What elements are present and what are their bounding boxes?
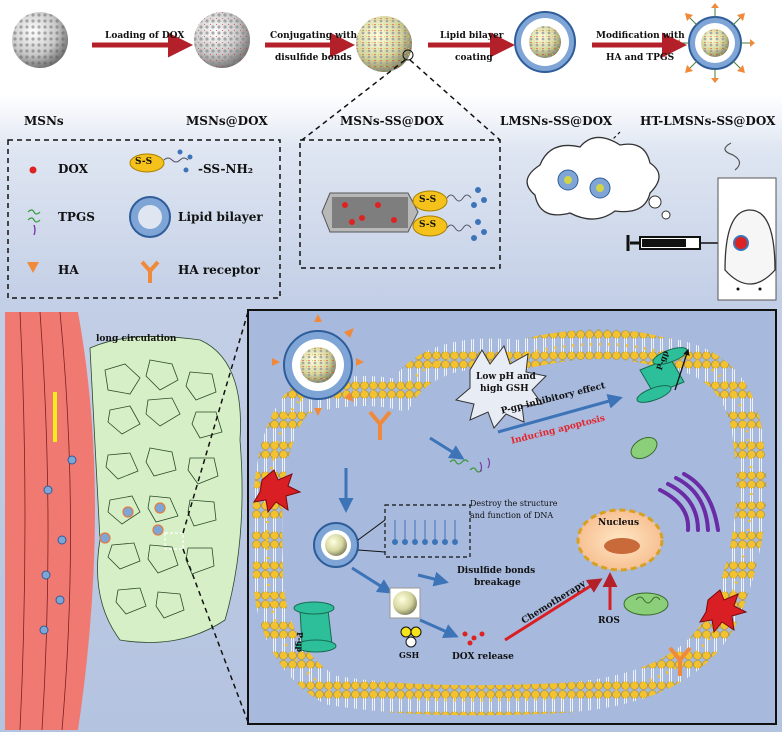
arrow-label-modification-2: HA and TPGS xyxy=(606,53,675,63)
msn-dox xyxy=(194,12,250,68)
arrow-chemotherapy xyxy=(504,578,603,642)
mouse xyxy=(717,142,777,301)
legend-ssnh2: -SS-NH₂ xyxy=(198,162,254,176)
disulfide-line2: breakage xyxy=(474,578,521,588)
dna-line2: and function of DNA xyxy=(470,511,554,520)
msn-bare xyxy=(12,12,68,68)
ha-receptor-symbol xyxy=(140,260,160,283)
syringe xyxy=(626,235,735,251)
legend-lipid: Lipid bilayer xyxy=(178,210,263,224)
msn-ss-dox xyxy=(356,16,414,72)
arrow-label-conjugating-1: Conjugating with xyxy=(270,31,358,41)
step-label-lmsns-ss-dox: LMSNs-SS@DOX xyxy=(500,114,613,128)
legend-box xyxy=(7,139,281,299)
inset-ss-top: S-S xyxy=(419,195,437,205)
cell-ha-receptor-bottom xyxy=(668,646,692,676)
arrow-label-conjugating-2: disulfide bonds xyxy=(275,53,352,63)
arrow-label-lipid-1: Lipid bilayer xyxy=(440,31,504,41)
inset-ss-bottom: S-S xyxy=(419,220,437,230)
dox-release-label: DOX release xyxy=(452,652,514,662)
zoom-line-left xyxy=(301,59,406,141)
pgp-left-label: P-gp xyxy=(295,632,305,653)
legend-ha: HA xyxy=(58,263,79,277)
mitochondrion-top xyxy=(630,437,658,459)
zoom-line-cell-top xyxy=(182,311,249,534)
cell-membrane xyxy=(252,329,767,716)
golgi-apparatus xyxy=(658,472,720,532)
cell-ha-receptor-top xyxy=(368,410,392,440)
nucleus xyxy=(576,508,664,572)
thought-bubble xyxy=(526,136,671,220)
membrane-damage-right xyxy=(699,589,748,634)
pgp-left xyxy=(293,601,337,653)
endosome-particle xyxy=(313,522,359,568)
membrane-damage-left xyxy=(253,469,302,514)
arrow-label-loading-1: Loading of DOX xyxy=(105,31,185,41)
step-label-msns-dox: MSNs@DOX xyxy=(186,114,268,128)
legend-ha-receptor: HA receptor xyxy=(178,263,260,277)
ha-symbol xyxy=(27,262,39,273)
arrow-label-modification-1: Modification with xyxy=(596,31,685,41)
legend-tpgs: TPGS xyxy=(58,210,95,224)
nucleus-label: Nucleus xyxy=(598,518,640,528)
stimulus-line2: high GSH xyxy=(480,384,529,394)
stimulus-line1: Low pH and xyxy=(476,372,536,382)
disulfide-cleavage-inset xyxy=(384,504,471,558)
arrow-label-lipid-2: coating xyxy=(455,53,493,63)
zoom-line-right xyxy=(409,59,501,141)
inset-pore-drawing xyxy=(321,187,487,241)
stimulus-burst xyxy=(454,344,548,429)
arrow-dox-release xyxy=(419,618,459,638)
gsh-molecules xyxy=(400,626,422,648)
arrow-breakage xyxy=(417,571,449,587)
lipid-bilayer-symbol xyxy=(129,196,171,238)
gsh-label: GSH xyxy=(399,650,420,660)
tissue-label: long circulation xyxy=(96,334,177,344)
legend-dox: DOX xyxy=(58,162,88,176)
step-label-msns: MSNs xyxy=(24,114,64,128)
arrow-release-tpgs xyxy=(429,436,465,460)
released-tpgs xyxy=(449,457,491,473)
cleaved-chains xyxy=(392,520,458,545)
pgp-top xyxy=(636,347,690,403)
mitochondrion-bottom xyxy=(623,592,669,616)
step-label-msns-ss-dox: MSNs-SS@DOX xyxy=(340,114,444,128)
step-label-ht-lmsns-ss-dox: HT-LMSNs-SS@DOX xyxy=(640,114,776,128)
tumor-tissue xyxy=(89,336,243,643)
zoom-line-cell-bottom xyxy=(182,548,249,723)
disulfide-line1: Disulfide bonds xyxy=(457,566,536,576)
tpgs-symbol xyxy=(27,209,41,223)
inset-box xyxy=(299,139,501,269)
ssnh2-symbol xyxy=(129,149,193,173)
bare-msn xyxy=(389,587,421,619)
legend-ss-badge: S-S xyxy=(135,157,153,167)
arrow-pgp-inhibition xyxy=(497,393,623,434)
arrow-to-disulfide xyxy=(351,566,393,594)
dna-line1: Destroy the structure xyxy=(470,499,558,508)
ht-lmsn-ss-dox xyxy=(675,3,755,83)
lmsn-ss-dox xyxy=(514,11,576,73)
cell-nanoparticle xyxy=(272,314,364,416)
ros-label: ROS xyxy=(598,616,620,626)
dox-symbol xyxy=(29,166,37,174)
blood-vessel xyxy=(5,311,95,731)
free-dox xyxy=(462,631,485,646)
